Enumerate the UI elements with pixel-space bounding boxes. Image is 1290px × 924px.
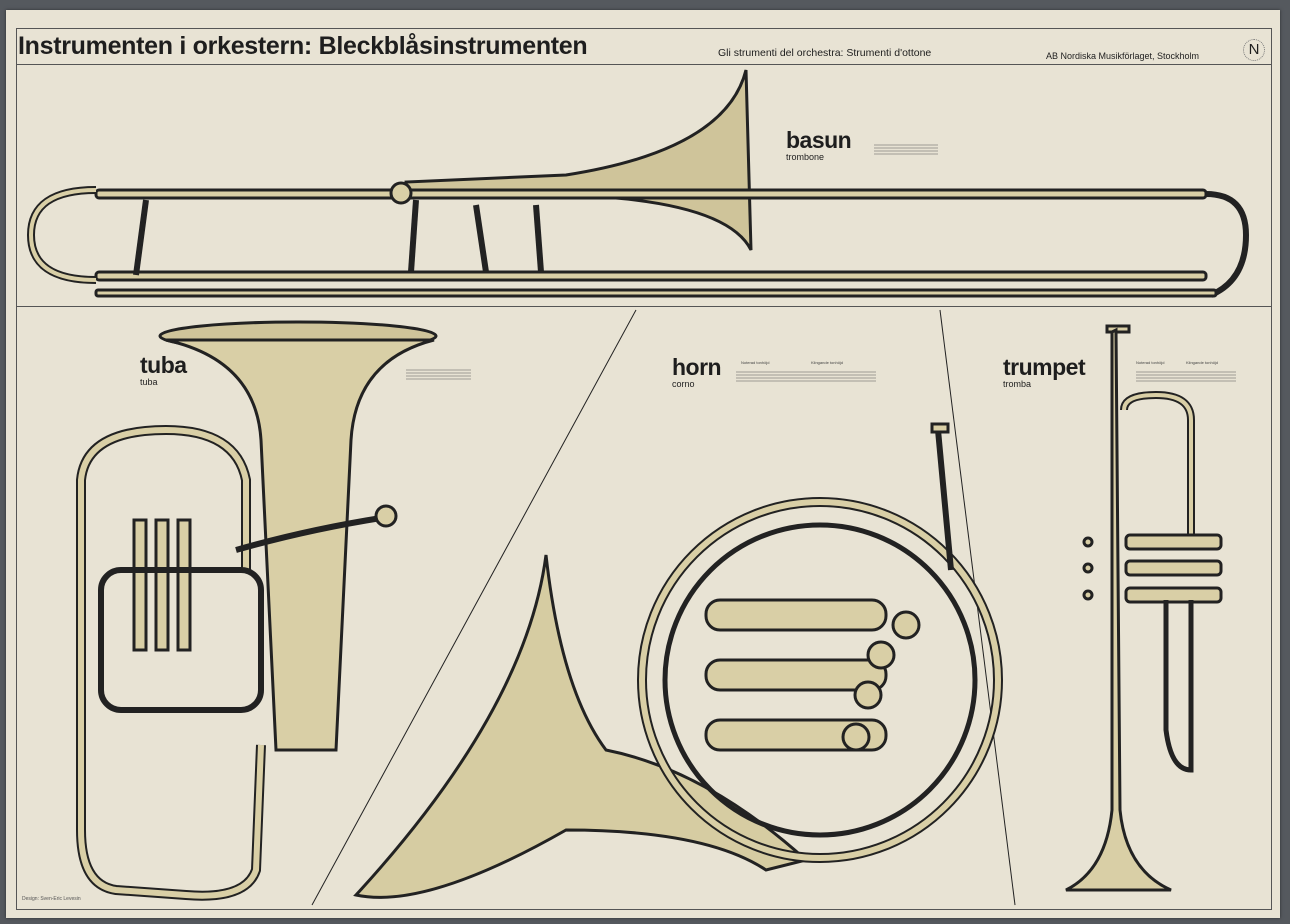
poster-frame	[16, 28, 1272, 910]
label-horn: horn corno	[672, 354, 722, 390]
instrument-translation: tuba	[140, 377, 158, 387]
divider-diagonal-left	[311, 309, 637, 906]
section-divider	[16, 306, 1272, 307]
range-staffs	[406, 144, 1236, 382]
label-trumpet: trumpet tromba	[1003, 354, 1086, 390]
instrument-translation: trombone	[786, 152, 825, 162]
label-tuba: tuba tuba	[140, 353, 187, 388]
instrument-name: basun	[786, 127, 852, 153]
trumpet-illustration	[1065, 324, 1223, 892]
instrument-name: horn	[672, 354, 722, 380]
poster: Instrumenten i orkestern: Bleckblåsinstr…	[6, 10, 1280, 918]
trumpet-staff	[1136, 371, 1236, 382]
instrument-translation: corno	[672, 379, 695, 389]
horn-illustration	[353, 422, 1003, 899]
instrument-name: trumpet	[1003, 354, 1086, 380]
horn-sounding-label: Klingande tonhöjd	[811, 360, 844, 365]
trumpet-sounding-label: Klingande tonhöjd	[1186, 360, 1219, 365]
publisher-logo: N	[1243, 39, 1265, 61]
tuba-illustration	[76, 320, 438, 901]
trumpet-notated-label: Noterad tonhöjd	[1136, 360, 1165, 365]
instrument-translation: tromba	[1003, 379, 1032, 389]
tuba-staff	[406, 369, 471, 380]
design-credit: Design: Sven-Eric Levesin	[22, 896, 81, 902]
horn-staff	[736, 371, 876, 382]
header-divider	[16, 64, 1272, 65]
trombone-illustration	[26, 69, 1250, 298]
trombone-staff	[874, 144, 938, 155]
subtitle: Gli strumenti del orchestra: Strumenti d…	[718, 47, 932, 59]
label-trombone: basun trombone	[786, 127, 852, 163]
instrument-name: tuba	[140, 352, 187, 378]
publisher: AB Nordiska Musikförlaget, Stockholm	[1046, 51, 1200, 61]
instrument-illustrations	[26, 69, 1250, 906]
page-title: Instrumenten i orkestern: Bleckblåsinstr…	[18, 32, 588, 60]
horn-notated-label: Noterad tonhöjd	[741, 360, 770, 365]
